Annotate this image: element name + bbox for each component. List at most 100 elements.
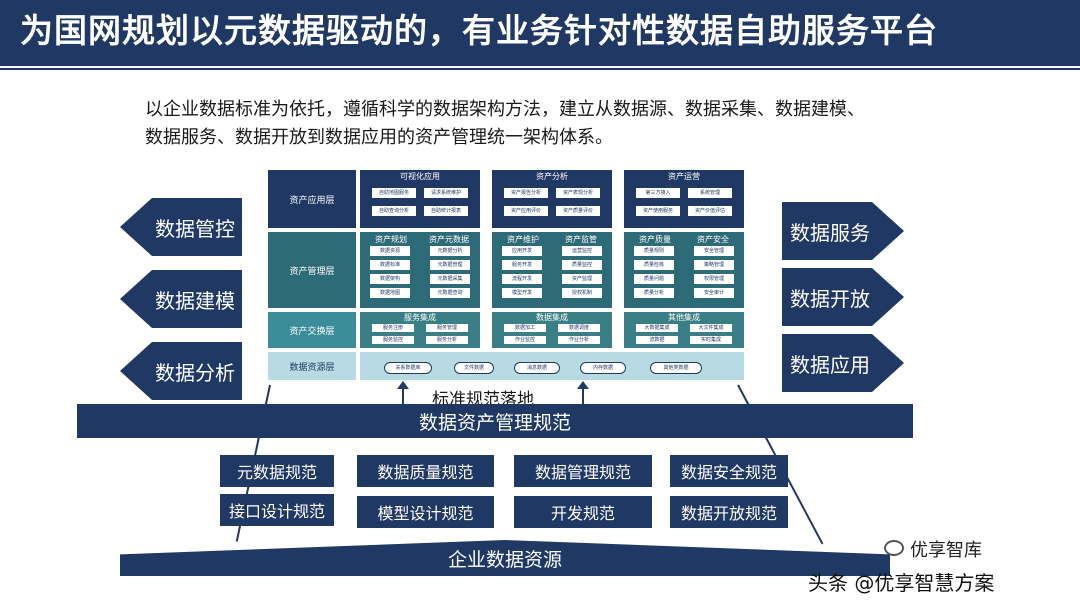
group-asset-operation: 资产运营 第三方接入 系统管理 资产使用服务 资产价值评估 bbox=[624, 170, 744, 228]
chip: 质量监控 bbox=[562, 260, 602, 270]
group-visual-app: 可视化应用 自助地图服务 请求系统维护 自助查询分析 自助统计报表 bbox=[360, 170, 480, 228]
group-asset-analysis: 资产分析 资产报告分析 资产表现分析 资产应用评价 资产质量评价 bbox=[492, 170, 612, 228]
layer-management: 资产管理层 bbox=[268, 232, 356, 308]
chip: 服务注册 bbox=[372, 324, 414, 332]
chip: 元数据查询 bbox=[430, 288, 470, 298]
chip: 作业监控 bbox=[504, 336, 546, 344]
chip: 质量规则 bbox=[634, 246, 674, 256]
source-chip: 消息数据 bbox=[514, 362, 560, 374]
chip: 资产质量评价 bbox=[556, 206, 600, 216]
chip: 大文件集成 bbox=[690, 324, 732, 332]
management-block-2: 资产维护 资产监管 应用开发 服务开发 流程开发 模型开发 运营监控 质量监控 … bbox=[492, 232, 612, 308]
standard-box: 模型设计规范 bbox=[357, 496, 494, 528]
chip: 策略管理 bbox=[694, 260, 734, 270]
standard-box: 接口设计规范 bbox=[220, 494, 334, 526]
chip: 请求系统维护 bbox=[424, 188, 468, 198]
chip: 数据地图 bbox=[370, 288, 410, 298]
arrow-data-control: 数据管控 bbox=[120, 198, 242, 256]
source-chip: 关系数据库 bbox=[384, 362, 432, 374]
group-title: 资产安全 bbox=[697, 235, 729, 244]
chip: 模型开发 bbox=[502, 288, 542, 298]
group-other-integration: 其他集成 大数据集成 大文件集成 流数据 实时集成 bbox=[624, 312, 744, 348]
standard-box: 数据安全规范 bbox=[670, 455, 788, 487]
group-title: 资产规划 bbox=[375, 235, 407, 244]
standard-box: 元数据规范 bbox=[220, 455, 334, 487]
chip: 大数据集成 bbox=[636, 324, 678, 332]
arrow-data-modeling: 数据建模 bbox=[120, 270, 242, 328]
chip: 系统管理 bbox=[688, 188, 732, 198]
chip: 资产使用服务 bbox=[636, 206, 680, 216]
source-chip: 内存数据 bbox=[580, 362, 626, 374]
enterprise-data-resources: 企业数据资源 bbox=[120, 540, 890, 576]
chip: 数据调度 bbox=[558, 324, 600, 332]
chip: 流数据 bbox=[636, 336, 678, 344]
group-title: 资产分析 bbox=[536, 172, 568, 181]
group-title: 资产运营 bbox=[668, 172, 700, 181]
intro-text: 以企业数据标准为依托，遵循科学的数据架构方法，建立从数据源、数据采集、数据建模、… bbox=[145, 96, 965, 152]
chip: 资产报告分析 bbox=[504, 188, 548, 198]
chip: 安全管理 bbox=[694, 246, 734, 256]
chip: 作业分析 bbox=[558, 336, 600, 344]
standard-box: 数据质量规范 bbox=[357, 455, 494, 487]
standard-box: 开发规范 bbox=[514, 496, 652, 528]
chip: 数据资源 bbox=[370, 246, 410, 256]
watermark-credit: 头条 @优享智慧方案 bbox=[808, 571, 995, 595]
chip: 权限管理 bbox=[694, 274, 734, 284]
architecture-diagram: 资产应用层 资产管理层 资产交换层 数据资源层 可视化应用 自助地图服务 请求系… bbox=[268, 170, 746, 382]
chip: 数据架构 bbox=[370, 274, 410, 284]
chip: 元数据管理 bbox=[430, 260, 470, 270]
chip: 第三方接入 bbox=[636, 188, 680, 198]
management-block-3: 资产质量 资产安全 质量规则 质量检核 质量问题 质量分析 安全管理 策略管理 … bbox=[624, 232, 744, 308]
chip: 数据标准 bbox=[370, 260, 410, 270]
group-title: 资产质量 bbox=[639, 235, 671, 244]
chip: 自助统计报表 bbox=[424, 206, 468, 216]
header-divider bbox=[0, 68, 1080, 70]
page-title: 为国网规划以元数据驱动的，有业务针对性数据自助服务平台 bbox=[20, 11, 938, 50]
source-chip: 其他类数据 bbox=[650, 362, 702, 374]
arrow-data-open: 数据开放 bbox=[782, 268, 904, 326]
chip: 质量检核 bbox=[634, 260, 674, 270]
chip: 授权机制 bbox=[562, 288, 602, 298]
group-data-integration: 数据集成 数据加工 数据调度 作业监控 作业分析 bbox=[492, 312, 612, 348]
intro-line-1: 以企业数据标准为依托，遵循科学的数据架构方法，建立从数据源、数据采集、数据建模、 bbox=[145, 99, 865, 120]
arrow-data-application: 数据应用 bbox=[782, 334, 904, 392]
arrow-data-analysis: 数据分析 bbox=[120, 342, 242, 400]
chip: 资产监理 bbox=[562, 274, 602, 284]
group-service-integration: 服务集成 服务注册 服务管理 服务监控 服务分析 bbox=[360, 312, 480, 348]
standard-box: 数据管理规范 bbox=[514, 455, 652, 487]
title-banner: 为国网规划以元数据驱动的，有业务针对性数据自助服务平台 bbox=[0, 0, 1080, 66]
group-title: 可视化应用 bbox=[400, 172, 440, 181]
chip: 流程开发 bbox=[502, 274, 542, 284]
chip: 资产表现分析 bbox=[556, 188, 600, 198]
watermark-brand: 优享智库 bbox=[910, 540, 982, 561]
chip: 自助地图服务 bbox=[372, 188, 416, 198]
data-source-strip: 关系数据库 文件数据 消息数据 内存数据 其他类数据 bbox=[360, 352, 744, 380]
chip: 服务开发 bbox=[502, 260, 542, 270]
source-chip: 文件数据 bbox=[454, 362, 494, 374]
layer-application: 资产应用层 bbox=[268, 170, 356, 228]
chip: 资产价值评估 bbox=[688, 206, 732, 216]
arrow-data-service: 数据服务 bbox=[782, 202, 904, 260]
chip: 元数据采集 bbox=[430, 274, 470, 284]
chip: 数据加工 bbox=[504, 324, 546, 332]
chip: 运营监控 bbox=[562, 246, 602, 256]
chip: 质量问题 bbox=[634, 274, 674, 284]
intro-line-2: 数据服务、数据开放到数据应用的资产管理统一架构体系。 bbox=[145, 127, 613, 148]
chip: 自助查询分析 bbox=[372, 206, 416, 216]
group-title: 资产元数据 bbox=[429, 235, 469, 244]
arrow-up-right bbox=[577, 381, 589, 407]
chip: 服务分析 bbox=[426, 336, 468, 344]
layer-source: 数据资源层 bbox=[268, 352, 356, 380]
chip: 服务管理 bbox=[426, 324, 468, 332]
chip: 元数据分析 bbox=[430, 246, 470, 256]
wechat-icon bbox=[884, 540, 904, 556]
group-title: 服务集成 bbox=[404, 313, 436, 322]
group-title: 资产维护 bbox=[507, 235, 539, 244]
chip: 质量分析 bbox=[634, 288, 674, 298]
chip: 应用开发 bbox=[502, 246, 542, 256]
chip: 安全审计 bbox=[694, 288, 734, 298]
group-title: 资产监管 bbox=[565, 235, 597, 244]
management-block-1: 资产规划 资产元数据 数据资源 数据标准 数据架构 数据地图 元数据分析 元数据… bbox=[360, 232, 480, 308]
asset-management-bar: 数据资产管理规范 bbox=[77, 404, 913, 438]
layer-exchange: 资产交换层 bbox=[268, 312, 356, 348]
